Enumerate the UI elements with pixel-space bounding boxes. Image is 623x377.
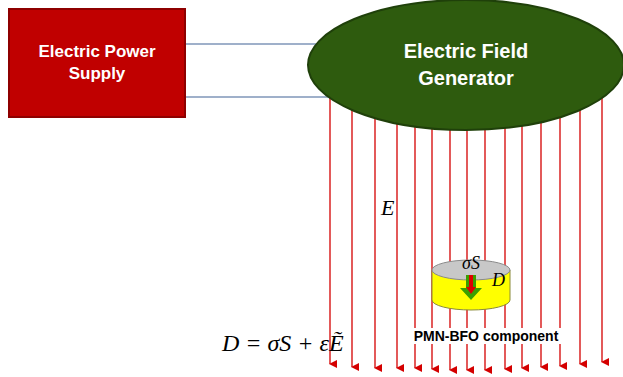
field-line: [601, 95, 602, 362]
field-line: [579, 95, 580, 364]
field-line: [374, 95, 375, 368]
component-label: PMN-BFO component: [404, 328, 568, 344]
field-line: [540, 95, 541, 367]
node-title: Electric Power Supply: [27, 41, 167, 85]
formula: D = σS + εẼ: [222, 330, 344, 357]
node-title: Electric Field Generator: [381, 38, 551, 92]
pmn-bfo-component: σSDPMN-BFO component: [404, 258, 574, 352]
power-supply-box: Electric Power Supply: [8, 8, 186, 118]
field-line: [329, 95, 330, 364]
cylinder-shape: [404, 258, 574, 318]
field-line: [396, 95, 397, 368]
symbol-label: σS: [462, 253, 480, 274]
field-line: [559, 95, 560, 366]
field-generator-ellipse: Electric Field Generator: [306, 0, 623, 132]
power-wire: [186, 43, 316, 44]
symbol-label: D: [492, 270, 505, 291]
field-line: [351, 95, 352, 367]
ellipse-outline: [306, 0, 623, 132]
power-wire: [186, 96, 328, 97]
field-symbol: E: [381, 195, 394, 221]
